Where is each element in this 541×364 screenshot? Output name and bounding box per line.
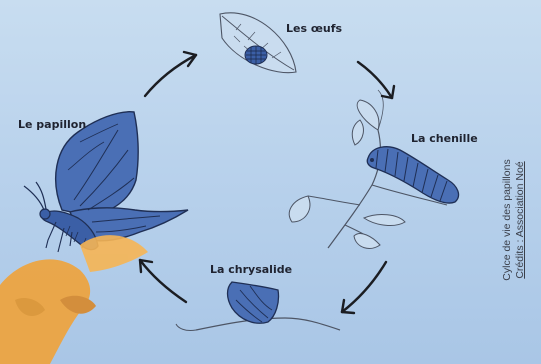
arrow-chrysalis-to-butterfly	[140, 260, 186, 302]
stage-label-caterpillar: La chenille	[411, 132, 478, 145]
credits-caption: Cylce de vie des papillons Crédits : Ass…	[492, 145, 536, 295]
credits-title: Cylce de vie des papillons	[501, 159, 514, 280]
flower-decoration	[0, 235, 148, 364]
arrow-eggs-to-caterpillar	[358, 62, 394, 98]
caterpillar	[367, 147, 458, 203]
stage-label-eggs: Les œufs	[286, 22, 342, 35]
eggs-cluster	[245, 46, 267, 64]
butterfly	[24, 112, 188, 252]
stage-label-chrysalis: La chrysalide	[210, 263, 292, 276]
stage-label-butterfly: Le papillon	[18, 118, 86, 131]
arrow-caterpillar-to-chrysalis	[342, 262, 386, 313]
chrysalis	[228, 282, 279, 323]
arrow-butterfly-to-eggs	[145, 52, 196, 96]
credits-link[interactable]: Crédits : Association Noé	[514, 159, 527, 280]
